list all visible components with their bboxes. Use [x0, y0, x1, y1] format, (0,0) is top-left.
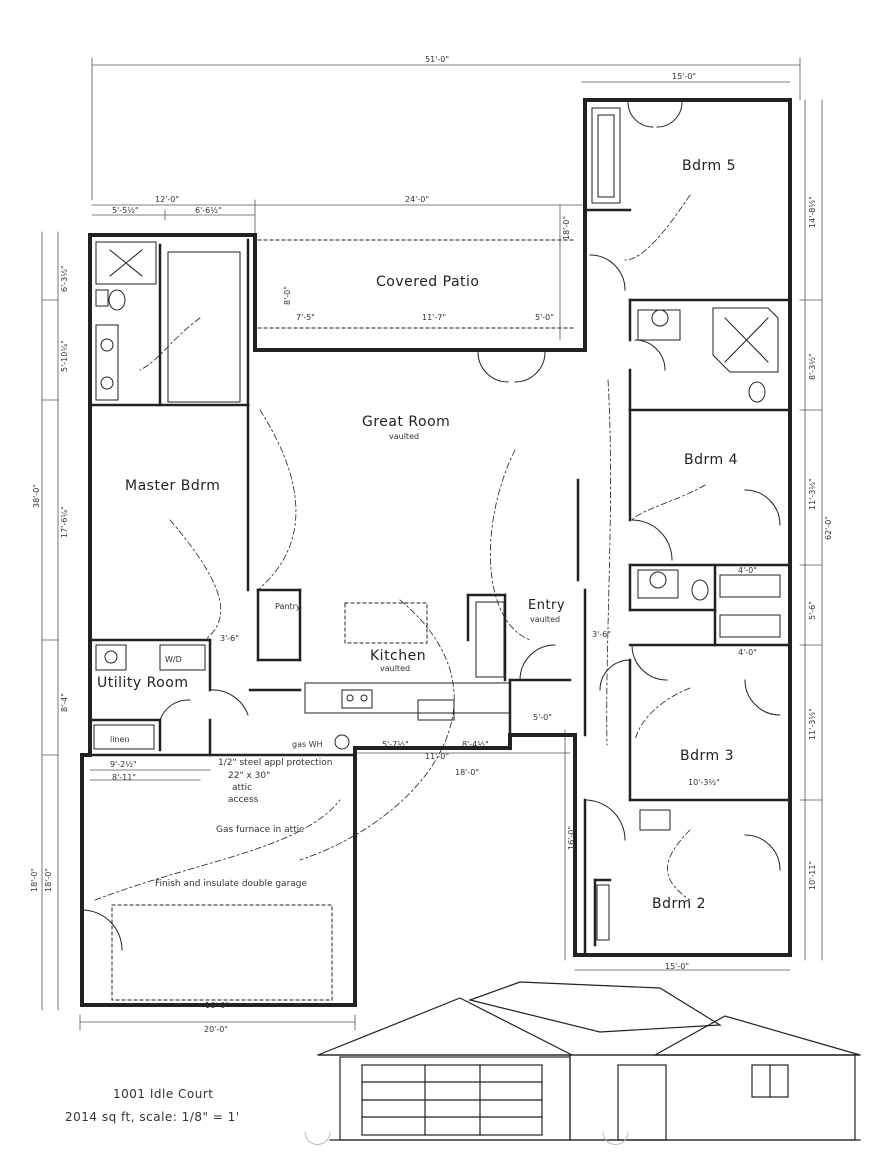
dim-garage-16: 16'-0" — [205, 1001, 230, 1010]
dim-right-16: 16'-0" — [567, 825, 576, 850]
dim-left-8-4: 8'-4" — [60, 693, 69, 712]
dim-left-5-10: 5'-10¼" — [60, 340, 69, 372]
label-bdrm4: Bdrm 4 — [684, 452, 738, 468]
label-kitchen-vaulted: vaulted — [380, 664, 411, 673]
note-garage-finish: Finish and insulate double garage — [155, 879, 308, 889]
label-pantry: Pantry — [275, 602, 301, 611]
label-great-room: Great Room — [362, 414, 451, 430]
dim-5-0: 5'-0" — [533, 713, 552, 722]
label-entry: Entry — [528, 598, 566, 613]
label-kitchen: Kitchen — [370, 648, 427, 664]
dim-overall-width: 51'-0" — [425, 55, 450, 64]
dim-left-38: 38'-0" — [32, 483, 41, 508]
dim-bdrm5-width: 15'-0" — [672, 72, 697, 81]
exterior-walls — [80, 98, 792, 1007]
dim-right-5-6: 5'-6" — [808, 601, 817, 620]
label-linen: linen — [110, 735, 130, 744]
dim-kitchen-11-0: 11'-0" — [425, 752, 450, 761]
dim-patio-18: 18'-0" — [562, 215, 571, 240]
dim-24ft: 24'-0" — [405, 195, 430, 204]
dim-12ft: 12'-0" — [155, 195, 180, 204]
dim-5-5: 5'-5½" — [112, 206, 139, 215]
dim-pantry-width: 3'-6" — [220, 634, 239, 643]
dim-garage-9-2: 9'-2½" — [110, 760, 137, 769]
dim-left-6-3: 6'-3½" — [60, 265, 69, 292]
note-steel-appl-protection: 1/2" steel appl protection — [218, 758, 333, 768]
dim-closet-4b: 4'-0" — [738, 648, 757, 657]
label-gas-water-heater: gas WH — [292, 740, 323, 749]
note-gas-furnace: Gas furnace in attic — [216, 825, 305, 835]
dim-18-0: 18'-0" — [455, 768, 480, 777]
dim-kitchen-5-7: 5'-7½" — [382, 740, 409, 749]
dim-bdrm3-width: 10'-3½" — [688, 778, 720, 787]
door-swings — [81, 101, 781, 951]
dim-right-8-3: 8'-3½" — [808, 353, 817, 380]
dim-kitchen-8-4: 8'-4½" — [462, 740, 489, 749]
dim-left-17-6: 17'-6¼" — [60, 506, 69, 538]
dim-6-6: 6'-6½" — [195, 206, 222, 215]
label-master-bdrm: Master Bdrm — [125, 478, 221, 494]
interior-walls — [88, 98, 792, 957]
caption-details: 2014 sq ft, scale: 1/8" = 1' — [65, 1110, 240, 1124]
label-bdrm5: Bdrm 5 — [682, 158, 736, 174]
dim-patio-5-0: 5'-0" — [535, 313, 554, 322]
dim-patio-11-7: 11'-7" — [422, 313, 447, 322]
note-attic: attic — [232, 783, 253, 793]
dim-right-14-8: 14'-8½" — [808, 196, 817, 228]
label-bdrm2: Bdrm 2 — [652, 896, 706, 912]
dim-patio-depth: 8'-0" — [283, 286, 292, 305]
dim-left-18-outer: 18'-0" — [30, 867, 39, 892]
dim-right-11-3-upper: 11'-3½" — [808, 478, 817, 510]
caption-address: 1001 Idle Court — [113, 1087, 214, 1101]
dim-patio-7-5: 7'-5" — [296, 313, 315, 322]
dim-hall-width: 3'-6" — [592, 630, 611, 639]
note-attic-size: 22" x 30" — [228, 771, 271, 781]
dim-right-62: 62'-0" — [824, 515, 833, 540]
label-entry-vaulted: vaulted — [530, 615, 561, 624]
dim-closet-4a: 4'-0" — [738, 566, 757, 575]
fixtures — [93, 107, 781, 941]
label-great-room-vaulted: vaulted — [389, 432, 420, 441]
label-utility-room: Utility Room — [97, 675, 189, 691]
dim-left-18-inner: 18'-0" — [44, 867, 53, 892]
dim-garage-8-11: 8'-11" — [112, 773, 137, 782]
dim-right-11-3-lower: 11'-3½" — [808, 708, 817, 740]
dimension-lines — [41, 57, 823, 1031]
dim-right-10-11: 10'-11" — [808, 860, 817, 890]
front-elevation — [317, 981, 861, 1141]
binder-holes — [304, 1131, 629, 1145]
label-covered-patio: Covered Patio — [376, 274, 480, 290]
note-access: access — [228, 795, 259, 805]
patio-outline — [111, 239, 576, 1001]
label-bdrm3: Bdrm 3 — [680, 748, 734, 764]
electrical-circuits — [94, 194, 706, 901]
dim-garage-20: 20'-0" — [204, 1025, 229, 1034]
label-washer-dryer: W/D — [165, 655, 182, 664]
dim-bdrm2-width: 15'-0" — [665, 962, 690, 971]
